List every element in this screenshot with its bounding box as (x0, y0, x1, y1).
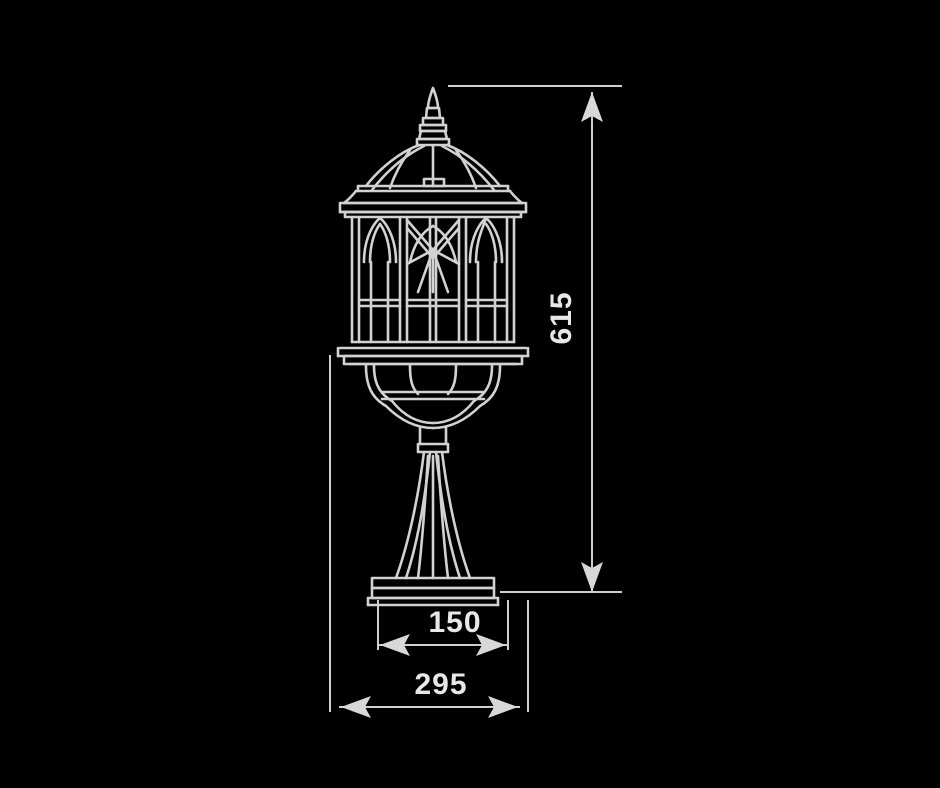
rectangular-base-plate (366, 576, 500, 607)
scroll-collar-bowl (364, 364, 502, 454)
decorative-tracery (362, 216, 504, 294)
lantern-base-rail (336, 340, 530, 366)
dimension-label-overall-width: 295 (414, 668, 467, 701)
cornice-band (338, 177, 528, 219)
dimension-label-base-width: 150 (428, 606, 481, 639)
dome-roof (354, 143, 512, 193)
finial-ornament (415, 86, 451, 147)
lamp-assembly (336, 86, 530, 607)
flared-column-legs (394, 450, 472, 580)
glazed-lantern-body (350, 215, 516, 344)
dimension-label-height: 615 (545, 291, 578, 344)
